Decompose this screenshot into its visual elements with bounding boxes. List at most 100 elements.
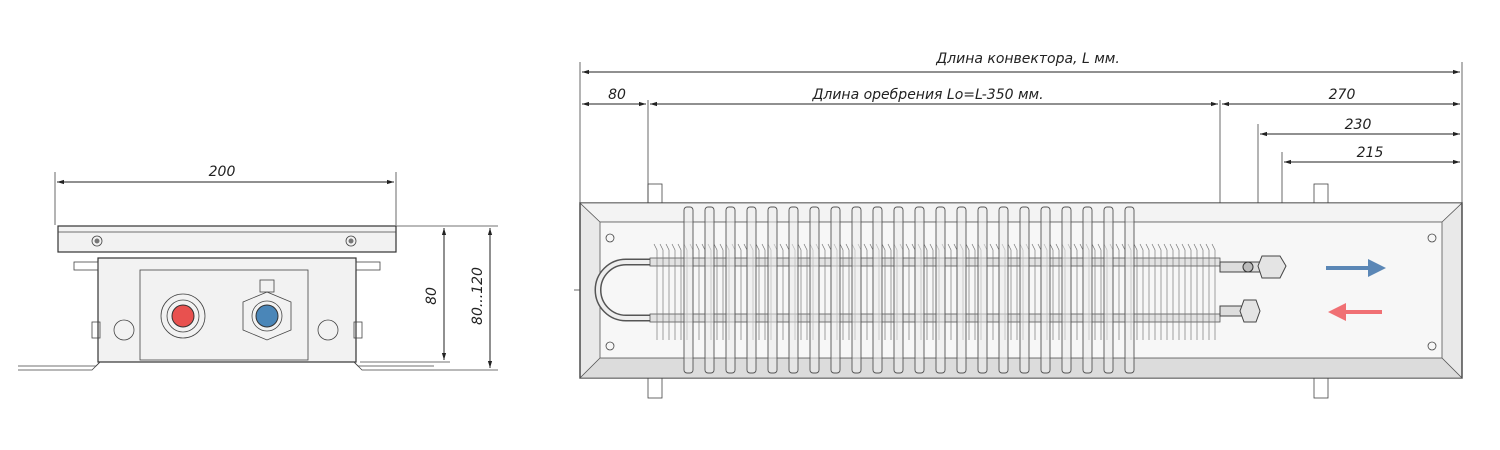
grille-bar	[746, 206, 757, 374]
fin-wave	[1187, 243, 1192, 340]
grille-bar	[1040, 206, 1051, 374]
fin-wave	[1181, 243, 1186, 340]
fin-wave	[719, 243, 724, 340]
fin-wave	[761, 243, 766, 340]
side-frame-top	[57, 225, 397, 253]
fin-wave	[665, 243, 670, 340]
fin-wave	[671, 243, 676, 340]
fin-length-label: Длина оребрения Lo=L-350 мм.	[811, 87, 1043, 103]
fin-wave	[695, 243, 700, 340]
grille-bar	[704, 206, 715, 374]
grille-bar	[683, 206, 694, 374]
grille-bar	[809, 206, 820, 374]
fin-wave	[947, 243, 952, 340]
fin-wave	[797, 243, 802, 340]
fin-wave	[779, 243, 784, 340]
screw-icon-center	[348, 238, 354, 244]
grille-bar	[1019, 206, 1030, 374]
cold-pipe-valve-cap	[259, 279, 275, 293]
fin-wave	[713, 243, 718, 340]
fin-wave	[677, 243, 682, 340]
grille-bar	[935, 206, 946, 374]
fin-wave	[1205, 243, 1210, 340]
fin-wave	[1091, 243, 1096, 340]
return-valve-nut	[1239, 299, 1261, 323]
right-offset-label: 270	[1329, 87, 1356, 103]
fin-wave	[929, 243, 934, 340]
top-view: Длина конвектора, L мм. 80 Длина оребрен…	[574, 51, 1464, 399]
grille-bar	[998, 206, 1009, 374]
heat-exchanger-u-bend-inner	[596, 260, 650, 320]
fin-wave	[1097, 243, 1102, 340]
decorative-grille	[683, 206, 1135, 374]
fitting-right	[317, 319, 339, 341]
grille-bar	[767, 206, 778, 374]
grille-bar	[725, 206, 736, 374]
fin-wave	[803, 243, 808, 340]
grille-bar	[872, 206, 883, 374]
supply-valve-cap	[1242, 261, 1254, 273]
cold-pipe-nut	[242, 291, 292, 341]
side-view: 200 80	[18, 164, 498, 371]
fin-wave	[1193, 243, 1198, 340]
fin-wave	[1211, 243, 1216, 340]
fin-wave	[971, 243, 976, 340]
mount-tab	[1313, 377, 1329, 399]
grille-bar	[1082, 206, 1093, 374]
grille-bar	[1103, 206, 1114, 374]
screw-icon	[1427, 233, 1437, 243]
heat-exchanger-pipe-upper	[649, 257, 1221, 267]
fin-wave	[1163, 243, 1168, 340]
fin-wave	[839, 243, 844, 340]
grille-bar	[788, 206, 799, 374]
grille-bar	[956, 206, 967, 374]
fin-wave	[737, 243, 742, 340]
hot-pipe-flange	[160, 293, 206, 339]
grille-bar	[1124, 206, 1135, 374]
fin-wave	[965, 243, 970, 340]
grille-bar	[851, 206, 862, 374]
fin-wave	[1169, 243, 1174, 340]
fin-wave	[821, 243, 826, 340]
grille-bar	[830, 206, 841, 374]
hot-water-indicator	[171, 304, 195, 328]
screw-icon	[91, 235, 103, 247]
side-bracket-right	[355, 261, 381, 271]
fin-wave	[863, 243, 868, 340]
total-length-label: Длина конвектора, L мм.	[935, 51, 1120, 67]
left-offset-label: 80	[608, 87, 626, 103]
fin-wave	[881, 243, 886, 340]
fin-wave	[1013, 243, 1018, 340]
fin-wave	[1055, 243, 1060, 340]
mount-tab	[1313, 183, 1329, 205]
screw-icon-center	[94, 238, 100, 244]
grille-bar	[977, 206, 988, 374]
fin-wave	[1157, 243, 1162, 340]
hot-pipe-ring	[166, 299, 200, 333]
screw-icon	[605, 233, 615, 243]
fin-wave	[755, 243, 760, 340]
fin-wave	[1151, 243, 1156, 340]
fin-wave	[845, 243, 850, 340]
fin-wave	[1175, 243, 1180, 340]
fin-wave	[887, 243, 892, 340]
fin-wave	[1139, 243, 1144, 340]
foot-left-inner	[18, 361, 101, 367]
cold-pipe-ring	[251, 300, 283, 332]
mount-tab	[647, 377, 663, 399]
fitting-right-stub	[353, 321, 363, 339]
pipe2-label: 215	[1357, 145, 1384, 161]
fin-wave	[1133, 243, 1138, 340]
grille-bar	[893, 206, 904, 374]
side-body	[97, 257, 357, 363]
height-range-dimension-label: 80...120	[470, 267, 486, 325]
fin-wave	[1049, 243, 1054, 340]
width-dimension-label: 200	[209, 164, 236, 180]
fitting-left-stub	[91, 321, 101, 339]
fin-wave	[1007, 243, 1012, 340]
mount-tab	[647, 183, 663, 205]
pipe1-label: 230	[1345, 117, 1372, 133]
supply-valve-nut	[1257, 255, 1287, 279]
screw-icon	[345, 235, 357, 247]
